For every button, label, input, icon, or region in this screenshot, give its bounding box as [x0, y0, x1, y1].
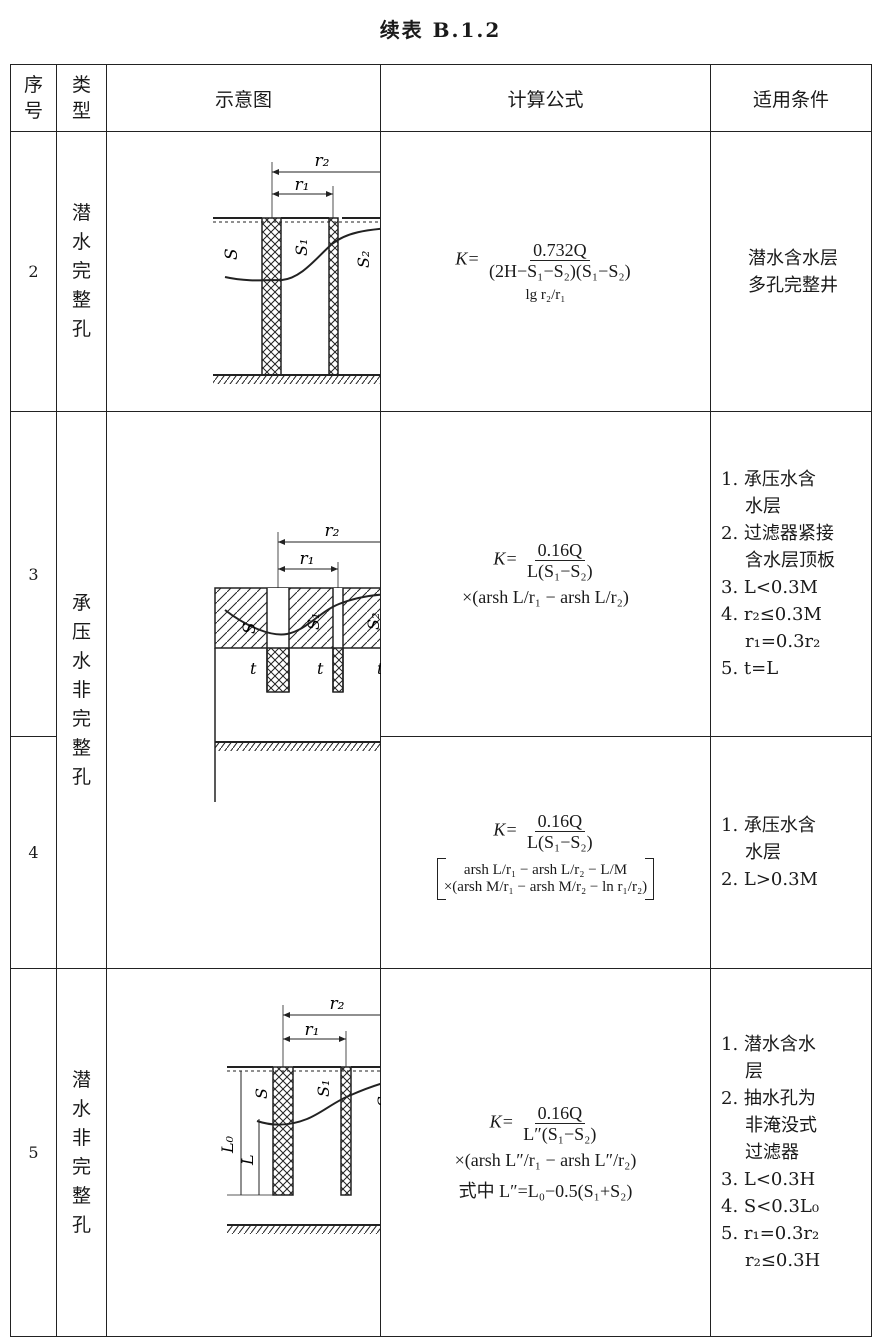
- condition-cell: 1. 承压水含 水层 2. L>0.3M: [710, 736, 872, 969]
- diagram-cell: r₂ r₁ H S S₁ S₂: [106, 131, 381, 412]
- label-S1: S₁: [314, 1080, 333, 1097]
- table-row: 2 潜水完整孔: [10, 131, 872, 412]
- condition-cell: 潜水含水层 多孔完整井: [710, 131, 872, 412]
- table-row: 3 承压水非完整孔: [10, 411, 872, 969]
- diagram-cell: r₂ r₁ H L₀ L S S₁ S₂: [106, 968, 381, 1337]
- label-t: t: [317, 659, 324, 678]
- row-number: 5: [10, 968, 57, 1337]
- label-r2: r₂: [325, 521, 340, 541]
- label-S: S: [222, 248, 242, 260]
- label-t: t: [377, 659, 381, 678]
- label-r1: r₁: [295, 175, 310, 195]
- diagram-unconfined-complete: r₂ r₁ H S S₁ S₂: [213, 151, 381, 384]
- row-type: 潜水非完整孔: [56, 968, 107, 1337]
- diagram-cell: r₂ r₁ M t t t S S₁ S₂: [106, 411, 381, 969]
- label-r2: r₂: [315, 151, 330, 171]
- row-type: 承压水非完整孔: [56, 411, 107, 969]
- diagram-unconfined-partial: r₂ r₁ H L₀ L S S₁ S₂: [218, 994, 381, 1234]
- header-seq: 序号: [10, 64, 57, 132]
- condition-cell: 1. 潜水含水 层 2. 抽水孔为 非淹没式 过滤器 3. L<0.3H 4. …: [710, 968, 872, 1337]
- header-diagram: 示意图: [106, 64, 381, 132]
- table-title: 续表 B.1.2: [379, 18, 502, 42]
- header-row: 序号 类型 示意图 计算公式 适用条件: [10, 64, 872, 132]
- row-number: 4: [10, 736, 57, 969]
- row-type: 潜水完整孔: [56, 131, 107, 412]
- header-formula: 计算公式: [380, 64, 711, 132]
- label-S: S: [252, 1088, 271, 1099]
- row-number: 2: [10, 131, 57, 412]
- label-L: L: [238, 1154, 257, 1166]
- formula-cell: K= 0.732Q(2H−S₁−S₂)(S₁−S₂) lg r₂/r₁: [380, 131, 711, 412]
- header-type: 类型: [56, 64, 107, 132]
- label-r1: r₁: [300, 549, 315, 569]
- label-S1: S₁: [292, 239, 311, 256]
- label-r1: r₁: [305, 1020, 320, 1040]
- label-S1: S₁: [304, 613, 323, 630]
- label-S2: S₂: [374, 1090, 381, 1107]
- label-S: S: [240, 622, 260, 634]
- diagram-confined-partial: r₂ r₁ M t t t S S₁ S₂: [214, 521, 381, 802]
- formula-table: 序号 类型 示意图 计算公式 适用条件 2 潜水完整孔: [10, 64, 872, 1337]
- label-S2: S₂: [354, 251, 373, 268]
- label-r2: r₂: [330, 994, 345, 1014]
- label-t: t: [250, 659, 257, 678]
- label-S2: S₂: [364, 613, 381, 630]
- header-condition: 适用条件: [710, 64, 872, 132]
- label-L0: L₀: [218, 1135, 237, 1154]
- bracket-expression: arsh L/r₁ − arsh L/r₂ − L/M ×(arsh M/r₁ …: [436, 858, 655, 900]
- table-row: 5 潜水非完整孔 r₂ r₁: [10, 968, 872, 1337]
- condition-cell: 1. 承压水含 水层 2. 过滤器紧接 含水层顶板 3. L<0.3M 4. r…: [710, 411, 872, 737]
- row-number: 3: [10, 411, 57, 737]
